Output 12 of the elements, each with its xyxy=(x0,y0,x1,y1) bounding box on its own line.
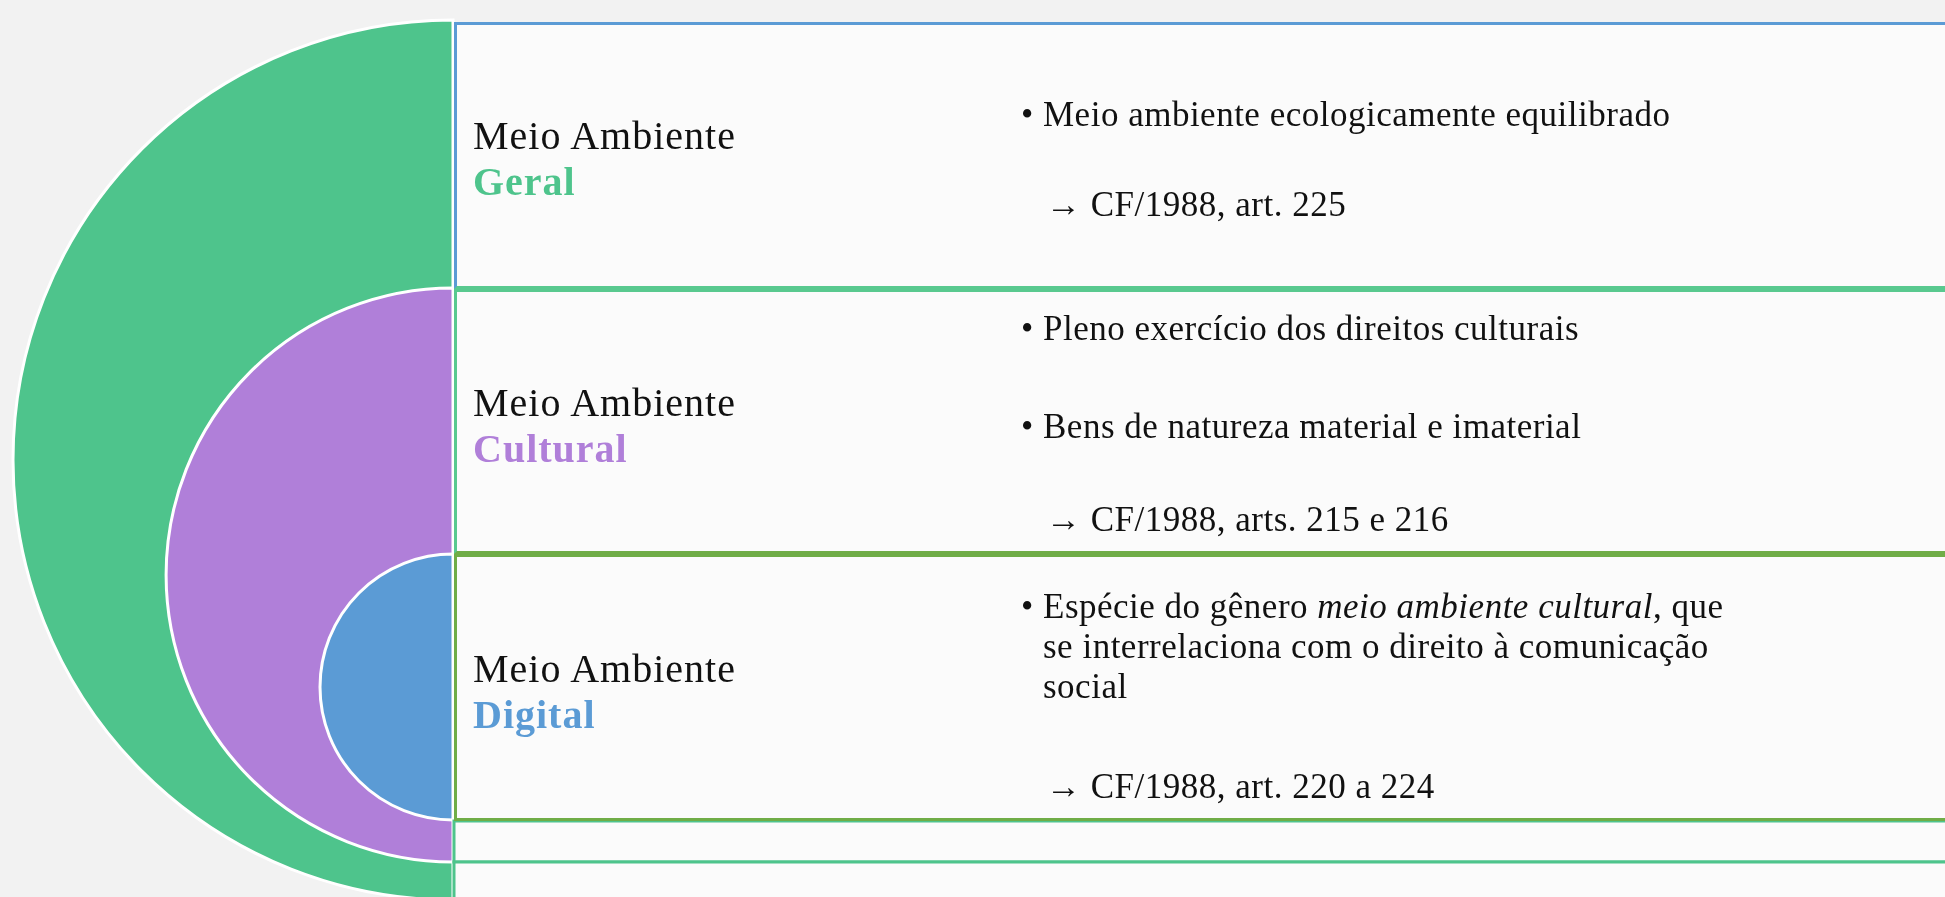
row-heading: Meio Ambiente Geral xyxy=(473,113,736,205)
reference-text: → CF/1988, arts. 215 e 216 xyxy=(1046,500,1449,540)
reference-text: → CF/1988, art. 225 xyxy=(1046,185,1347,225)
bullet-text: • Bens de natureza material e imaterial xyxy=(1021,407,1583,447)
table-row xyxy=(454,289,1945,554)
bullet-text: • Meio ambiente ecologicamente equilibrado xyxy=(1021,95,1672,135)
bullet-text: • Pleno exercício dos direitos culturais xyxy=(1021,309,1581,349)
row-heading: Meio Ambiente Cultural xyxy=(473,380,736,472)
table-row xyxy=(454,22,1945,289)
bullet-text: • Espécie do gênero meio ambiente cultural, que se interrelaciona com o direito à comunicação social xyxy=(1021,587,1725,707)
reference-text: → CF/1988, art. 220 a 224 xyxy=(1046,767,1435,807)
row-heading: Meio Ambiente Digital xyxy=(473,646,736,738)
